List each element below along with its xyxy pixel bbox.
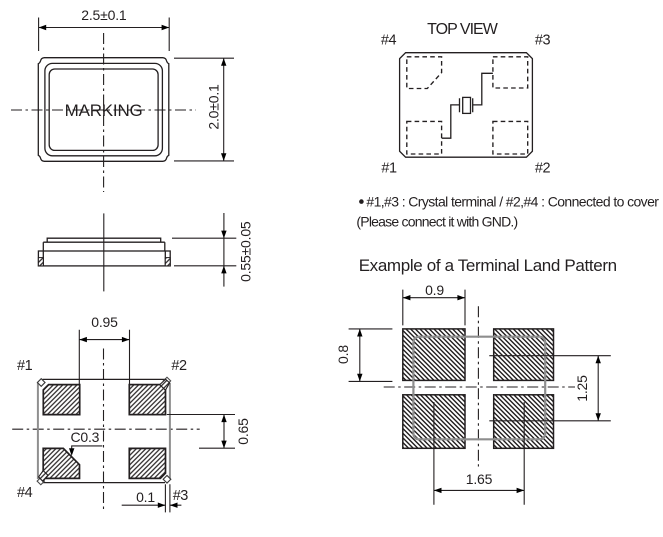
svg-text:0.9: 0.9 bbox=[425, 282, 444, 298]
svg-text:(Please connect it with GND.): (Please connect it with GND.) bbox=[356, 213, 517, 229]
svg-text:C0.3: C0.3 bbox=[71, 429, 100, 445]
svg-text:#1,#3 : Crystal terminal / #2,: #1,#3 : Crystal terminal / #2,#4 : Conne… bbox=[366, 193, 659, 209]
svg-text:0.8: 0.8 bbox=[335, 345, 351, 364]
svg-text:#1: #1 bbox=[17, 358, 33, 374]
svg-text:1.25: 1.25 bbox=[574, 375, 590, 402]
svg-text:#3: #3 bbox=[535, 32, 551, 48]
svg-text:#4: #4 bbox=[381, 32, 397, 48]
svg-text:0.1: 0.1 bbox=[136, 489, 155, 505]
svg-text:#2: #2 bbox=[535, 161, 551, 177]
svg-text:#4: #4 bbox=[17, 485, 33, 501]
svg-text:1.65: 1.65 bbox=[466, 471, 493, 487]
svg-text:2.0±0.1: 2.0±0.1 bbox=[206, 84, 222, 130]
svg-text:2.5±0.1: 2.5±0.1 bbox=[81, 7, 127, 23]
svg-text:MARKING: MARKING bbox=[65, 101, 143, 120]
svg-text:TOP VIEW: TOP VIEW bbox=[427, 21, 499, 38]
svg-text:Example of a Terminal Land Pat: Example of a Terminal Land Pattern bbox=[359, 256, 617, 275]
svg-text:0.65: 0.65 bbox=[235, 418, 251, 445]
svg-text:0.55±0.05: 0.55±0.05 bbox=[238, 221, 254, 282]
svg-text:#2: #2 bbox=[171, 358, 187, 374]
svg-text:#1: #1 bbox=[381, 161, 397, 177]
svg-text:#3: #3 bbox=[173, 488, 189, 504]
svg-text:0.95: 0.95 bbox=[91, 314, 118, 330]
